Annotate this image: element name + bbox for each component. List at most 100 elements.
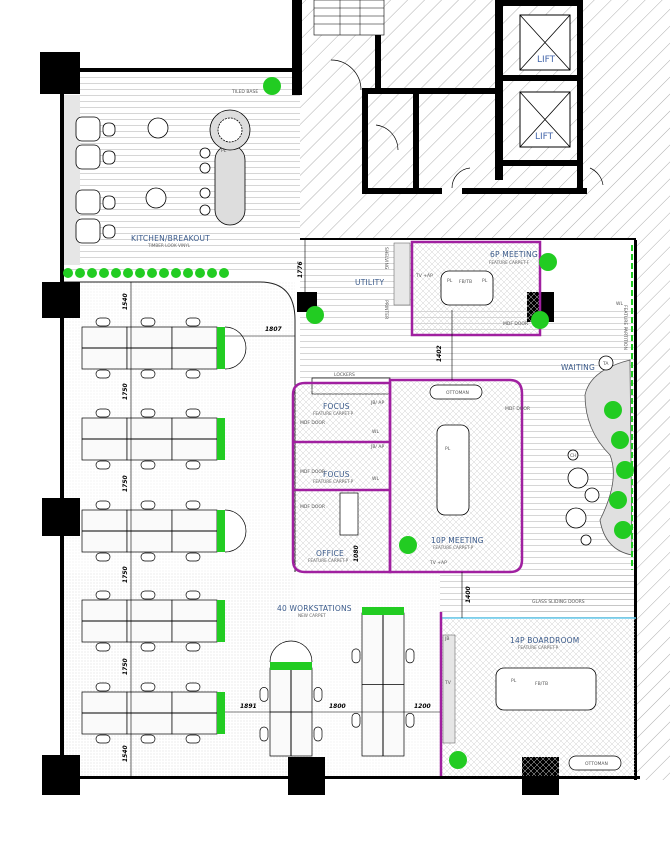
meeting-6p-tv: TV +AP xyxy=(415,273,433,279)
plant xyxy=(306,306,324,324)
core-walls xyxy=(292,0,604,194)
workstation-desks xyxy=(81,317,415,757)
chair xyxy=(259,726,269,742)
boardroom-table xyxy=(495,667,597,711)
focus-2-finish: FEATURE CARPET-P xyxy=(313,479,354,484)
dim-1776: 1776 xyxy=(297,261,304,278)
desk-planter xyxy=(217,327,225,369)
boardroom-fbtb: FB/TB xyxy=(535,681,548,687)
plant xyxy=(609,491,627,509)
chair xyxy=(351,712,361,728)
chair xyxy=(140,642,156,652)
plant xyxy=(616,461,634,479)
chair xyxy=(140,408,156,418)
plant xyxy=(183,268,193,278)
meeting-10p-label: 10P MEETING xyxy=(431,536,484,545)
desk-planter xyxy=(217,510,225,552)
dim-1080: 1080 xyxy=(353,545,360,562)
plant xyxy=(263,77,281,95)
meeting-6p-finish: FEATURE CARPET-F xyxy=(489,260,530,265)
chair xyxy=(140,590,156,600)
dimension-lines xyxy=(130,240,463,778)
desk-planter xyxy=(362,607,404,615)
chair xyxy=(259,687,269,702)
plant xyxy=(539,253,557,271)
plant xyxy=(135,268,145,278)
meeting-10p-ottoman-label: OTTOMAN xyxy=(446,390,469,396)
chair xyxy=(185,590,201,600)
dim-ws-2: 1750 xyxy=(122,383,129,400)
meeting-10p-tv: TV +AP xyxy=(429,560,447,566)
plant xyxy=(611,431,629,449)
dim-1891: 1891 xyxy=(240,703,257,710)
chair xyxy=(140,369,156,379)
utility-bench xyxy=(393,242,411,306)
office-finish: FEATURE CARPET-P xyxy=(308,558,349,563)
workstations-finish: NEW CARPET xyxy=(298,613,326,618)
lockers-label: LOCKERS xyxy=(334,372,355,378)
plant xyxy=(531,311,549,329)
meeting-10p-pl: PL xyxy=(445,446,451,452)
meeting-6p-pl-right: PL xyxy=(482,278,488,284)
glass-door-zone xyxy=(440,572,636,618)
plant xyxy=(75,268,85,278)
chair xyxy=(185,642,201,652)
plant xyxy=(195,268,205,278)
desk-planter xyxy=(217,600,225,642)
chair xyxy=(95,408,111,418)
plant xyxy=(604,401,622,419)
boardroom-credenza xyxy=(442,634,456,744)
feature-partition-label: FEATURE PARTITION xyxy=(622,305,628,350)
chair xyxy=(313,726,323,742)
chair xyxy=(95,317,111,327)
plant xyxy=(399,536,417,554)
dim-1800: 1800 xyxy=(329,703,346,710)
round-table xyxy=(269,640,313,663)
chair xyxy=(95,590,111,600)
focus-1-finish: FEATURE CARPET-P xyxy=(313,411,354,416)
meeting-6p-pl-left: PL xyxy=(447,278,453,284)
boardroom-tv: TV xyxy=(444,680,452,686)
plant xyxy=(614,521,632,539)
dim-1807: 1807 xyxy=(265,326,283,333)
dim-ws-6: 1540 xyxy=(122,745,129,762)
focus-2-wl: WL xyxy=(372,476,379,482)
boardroom-finish: FEATURE CARPET-P xyxy=(518,645,559,650)
chair xyxy=(140,552,156,562)
plant xyxy=(207,268,217,278)
meeting-6p-table xyxy=(440,270,494,306)
desk-planter xyxy=(217,692,225,734)
plant xyxy=(171,268,181,278)
workstations-label: 40 WORKSTATIONS xyxy=(277,604,352,613)
waiting-ch: CH xyxy=(570,453,577,459)
chair xyxy=(95,682,111,692)
chair xyxy=(185,552,201,562)
office-door: MDF DOOR xyxy=(300,504,325,510)
boardroom-label: 14P BOARDROOM xyxy=(510,636,579,645)
boardroom-jb: JB xyxy=(444,636,449,642)
chair xyxy=(95,500,111,510)
chair xyxy=(95,460,111,470)
boardroom-ottoman-label: OTTOMAN xyxy=(585,761,608,767)
desk-planter xyxy=(270,662,312,670)
dim-ws-5: 1750 xyxy=(122,658,129,675)
focus-1-jb: JB/ AP xyxy=(370,400,384,406)
office-label: OFFICE xyxy=(316,549,344,558)
dim-1200: 1200 xyxy=(414,703,431,710)
chair xyxy=(185,682,201,692)
chair xyxy=(95,552,111,562)
round-table xyxy=(224,326,247,370)
chair xyxy=(95,642,111,652)
plant xyxy=(87,268,97,278)
chair xyxy=(405,648,415,664)
shelving-label: SHELVING xyxy=(383,247,389,270)
waiting-ta: TA xyxy=(602,361,609,367)
chair xyxy=(185,408,201,418)
meeting-10p-finish: FEATURE CARPET-P xyxy=(433,545,474,550)
plant xyxy=(219,268,229,278)
meeting-6p-label: 6P MEETING xyxy=(490,250,538,259)
meeting-10p-table xyxy=(436,424,470,516)
plant xyxy=(449,751,467,769)
focus-1-door: MDF DOOR xyxy=(300,420,325,426)
